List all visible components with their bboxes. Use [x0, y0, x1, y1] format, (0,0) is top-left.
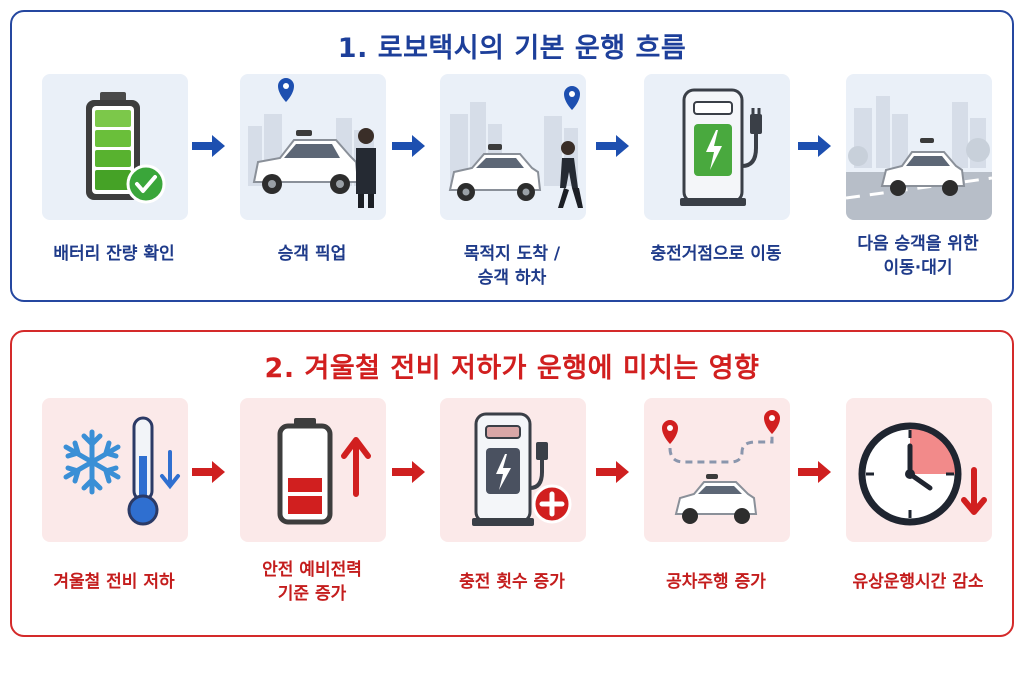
section-winter-impact: 2. 겨울철 전비 저하가 운행에 미치는 영향 겨울철 전비 저하	[10, 330, 1014, 637]
snowflake-thermometer-icon	[42, 398, 188, 542]
arrow-right-icon	[192, 461, 225, 483]
passenger-pickup-icon	[240, 74, 386, 220]
section-basic-flow: 1. 로보택시의 기본 운행 흐름 배터리 잔량 확인	[10, 10, 1014, 302]
arrow-right-icon	[596, 461, 629, 483]
step-label: 배터리 잔량 확인	[53, 244, 175, 264]
step-label: 충전거점으로 이동	[650, 244, 782, 264]
step-label: 유상운행시간 감소	[852, 572, 984, 592]
step-label: 목적지 도착 /승객 하차	[463, 244, 561, 288]
arrow-right-icon	[192, 135, 225, 157]
section-title: 1. 로보택시의 기본 운행 흐름	[337, 33, 687, 64]
charging-station-icon	[644, 74, 790, 220]
empty-driving-route-icon	[644, 398, 790, 542]
arrow-right-icon	[392, 135, 425, 157]
section-title: 2. 겨울철 전비 저하가 운행에 미치는 영향	[264, 353, 760, 384]
charger-plus-icon	[440, 398, 586, 542]
step-label: 공차주행 증가	[666, 572, 766, 592]
passenger-dropoff-icon	[440, 74, 586, 220]
step-label: 겨울철 전비 저하	[53, 572, 175, 592]
clock-down-icon	[846, 398, 992, 542]
car-on-road-icon	[846, 74, 992, 220]
arrow-right-icon	[798, 135, 831, 157]
low-battery-up-icon	[240, 398, 386, 542]
arrow-right-icon	[798, 461, 831, 483]
step-label: 승객 픽업	[277, 244, 347, 264]
battery-check-icon	[42, 74, 188, 220]
arrow-right-icon	[596, 135, 629, 157]
arrow-right-icon	[392, 461, 425, 483]
step-label: 충전 횟수 증가	[459, 572, 565, 592]
